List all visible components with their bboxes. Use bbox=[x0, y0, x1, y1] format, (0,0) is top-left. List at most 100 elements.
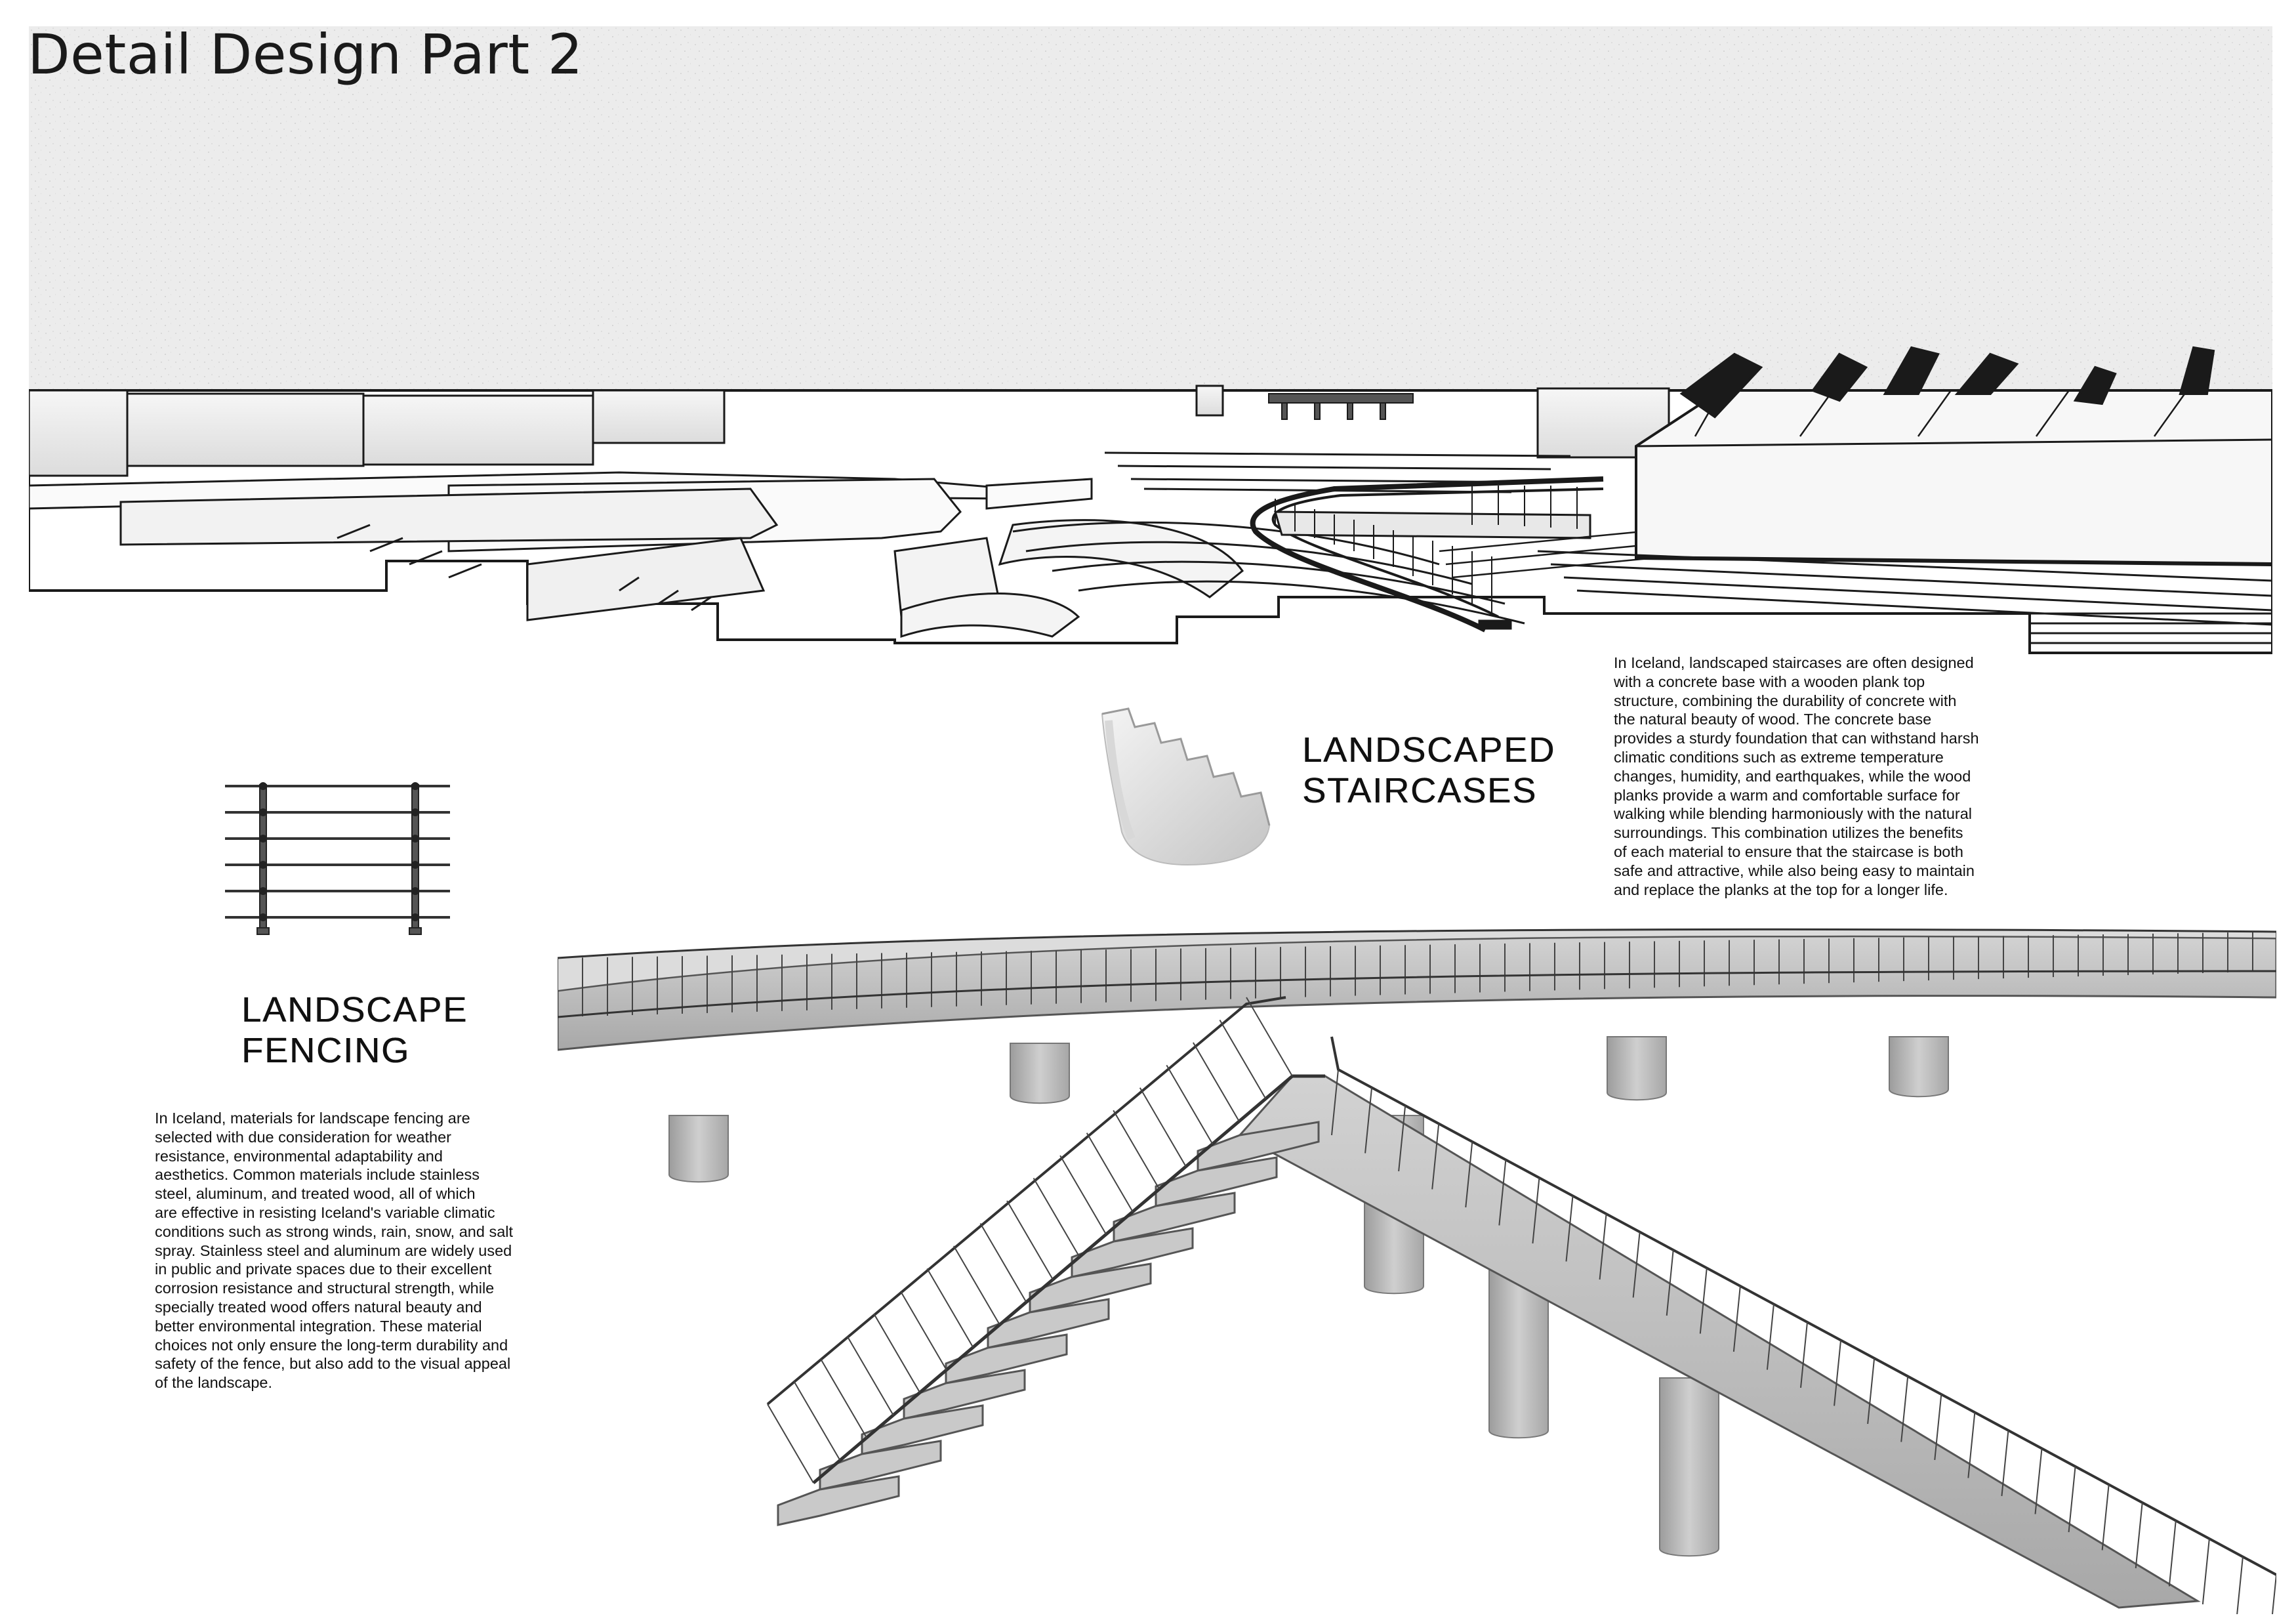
baluster bbox=[899, 1291, 947, 1371]
fencing-description-line: spray. Stainless steel and aluminum are … bbox=[155, 1241, 512, 1259]
fencing-heading: LANDSCAPE FENCING bbox=[241, 990, 468, 1070]
stair-step bbox=[987, 1298, 1110, 1349]
staircase-description-line: structure, combining the durability of c… bbox=[1614, 692, 1957, 709]
fencing-description-line: In Iceland, materials for landscape fenc… bbox=[155, 1110, 470, 1127]
stair-step bbox=[819, 1440, 942, 1491]
baluster bbox=[2168, 1520, 2177, 1587]
stair-flight bbox=[777, 1121, 1320, 1526]
baluster bbox=[1331, 1069, 1339, 1136]
staircase-description-line: of each material to ensure that the stai… bbox=[1614, 843, 1963, 860]
stair-step bbox=[1155, 1156, 1278, 1207]
fencing-description-line: corrosion resistance and structural stre… bbox=[155, 1280, 495, 1297]
bridge-piers bbox=[668, 1036, 1949, 1557]
fencing-description-line: better environmental integration. These … bbox=[155, 1317, 482, 1335]
baluster bbox=[846, 1336, 894, 1416]
baluster bbox=[2135, 1502, 2143, 1569]
straight-walkway-balusters bbox=[1331, 1069, 2276, 1614]
fencing-description-line: conditions such as strong winds, rain, s… bbox=[155, 1222, 514, 1240]
baluster bbox=[926, 1268, 974, 1348]
staircase-description-line: and replace the planks at the top for a … bbox=[1614, 881, 1948, 898]
background-buildings bbox=[29, 385, 1670, 477]
fencing-description-line: aesthetics. Common materials include sta… bbox=[155, 1166, 480, 1184]
baluster bbox=[1498, 1159, 1507, 1226]
baluster bbox=[2202, 1538, 2210, 1605]
baluster bbox=[953, 1245, 1000, 1325]
baluster bbox=[1398, 1105, 1406, 1172]
baluster bbox=[2101, 1484, 2110, 1551]
baluster bbox=[1900, 1376, 1909, 1442]
stair-step bbox=[1197, 1121, 1320, 1172]
stair-balusters bbox=[767, 997, 1293, 1484]
fencing-description-line: selected with due consideration for weat… bbox=[155, 1128, 451, 1146]
curved-bridge-balusters bbox=[558, 932, 2253, 1017]
baluster bbox=[1364, 1087, 1373, 1154]
fence-elevation-drawing bbox=[225, 782, 450, 935]
fencing-description-line: safety of the fence, but also add to the… bbox=[155, 1355, 511, 1373]
staircase-description: In Iceland, landscaped staircases are of… bbox=[1614, 654, 2178, 899]
fencing-description-line: steel, aluminum, and treated wood, all o… bbox=[155, 1185, 476, 1203]
baluster bbox=[2236, 1556, 2244, 1614]
far-pavilion bbox=[1268, 393, 1414, 420]
baluster bbox=[873, 1313, 921, 1393]
baluster bbox=[1834, 1340, 1842, 1406]
baluster bbox=[1113, 1110, 1160, 1190]
stair-step bbox=[1029, 1262, 1152, 1314]
staircase-description-line: In Iceland, landscaped staircases are of… bbox=[1614, 654, 1974, 671]
baluster bbox=[767, 1404, 814, 1484]
staircase-description-line: changes, humidity, and earthquakes, whil… bbox=[1614, 767, 1971, 785]
baluster bbox=[1219, 1019, 1267, 1099]
staircase-description-line: provides a sturdy foundation that can wi… bbox=[1614, 730, 1979, 747]
baluster bbox=[2068, 1466, 2076, 1533]
bridge-stair-render bbox=[558, 928, 2276, 1614]
baluster bbox=[1059, 1155, 1107, 1235]
fencing-description-line: resistance, environmental adaptability a… bbox=[155, 1147, 443, 1165]
baluster bbox=[1006, 1200, 1054, 1280]
baluster bbox=[2271, 1574, 2276, 1614]
baluster bbox=[1666, 1249, 1674, 1316]
stair-step bbox=[903, 1369, 1026, 1420]
staircase-heading: LANDSCAPED STAIRCASES bbox=[1302, 730, 1556, 810]
baluster bbox=[1732, 1285, 1741, 1352]
stair-step bbox=[945, 1333, 1068, 1385]
baluster bbox=[1086, 1133, 1134, 1213]
baluster bbox=[1431, 1123, 1440, 1190]
page-title: Detail Design Part 2 bbox=[28, 22, 583, 87]
walkway-railing-mesh bbox=[1275, 486, 1578, 613]
baluster bbox=[1565, 1196, 1574, 1262]
baluster bbox=[1033, 1178, 1080, 1258]
stair-step bbox=[777, 1475, 900, 1526]
terraced-platforms bbox=[29, 471, 1244, 638]
fencing-description-line: of the landscape. bbox=[155, 1374, 272, 1392]
baluster bbox=[1632, 1232, 1641, 1298]
baluster bbox=[979, 1222, 1027, 1302]
fencing-description-line: choices not only ensure the long-term du… bbox=[155, 1336, 508, 1354]
baluster bbox=[1699, 1268, 1708, 1334]
baluster bbox=[820, 1358, 867, 1438]
baluster bbox=[1867, 1358, 1876, 1425]
curved-bridge-grating bbox=[558, 928, 2276, 959]
baluster bbox=[1599, 1213, 1607, 1280]
stair-step bbox=[1071, 1227, 1194, 1278]
baluster bbox=[1934, 1394, 1942, 1461]
baluster bbox=[1139, 1087, 1187, 1167]
stair-step bbox=[861, 1404, 984, 1455]
baluster bbox=[1166, 1064, 1214, 1144]
baluster bbox=[1465, 1141, 1473, 1208]
baluster bbox=[1967, 1412, 1976, 1478]
baluster bbox=[1193, 1042, 1240, 1122]
right-stairs bbox=[1537, 550, 2272, 644]
fencing-description-line: in public and private spaces due to thei… bbox=[155, 1260, 492, 1278]
fencing-description: In Iceland, materials for landscape fenc… bbox=[155, 1109, 588, 1392]
baluster bbox=[1532, 1177, 1540, 1244]
baluster bbox=[1800, 1322, 1808, 1388]
staircase-description-line: climatic conditions such as extreme temp… bbox=[1614, 748, 1944, 766]
staircase-description-line: planks provide a warm and comfortable su… bbox=[1614, 786, 1960, 804]
staircase-description-line: walking while blending harmoniously with… bbox=[1614, 805, 1973, 823]
baluster bbox=[2001, 1430, 2009, 1497]
baluster bbox=[793, 1381, 841, 1461]
site-panorama-render bbox=[29, 26, 2272, 654]
staircase-description-line: with a concrete base with a wooden plank… bbox=[1614, 673, 1925, 690]
fencing-description-line: are effective in resisting Iceland's var… bbox=[155, 1203, 495, 1221]
staircase-description-line: safe and attractive, while also being ea… bbox=[1614, 862, 1975, 879]
sawtooth-building bbox=[1635, 346, 2272, 566]
